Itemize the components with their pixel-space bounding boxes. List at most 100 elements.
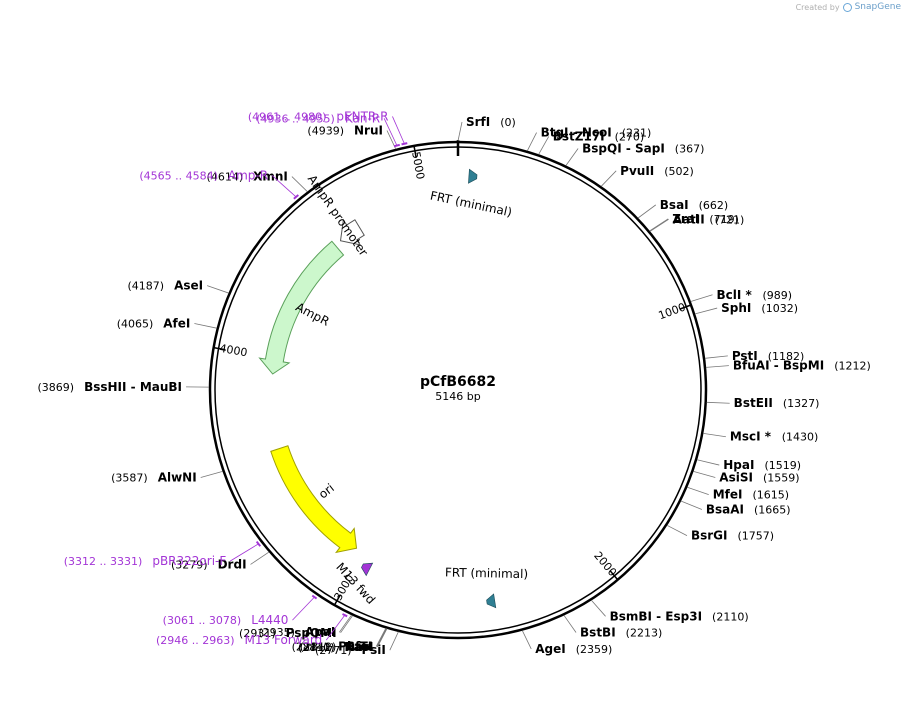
site-leader <box>649 218 669 232</box>
site-coordinate: (2110) <box>712 610 749 623</box>
primer-bar <box>401 142 408 146</box>
site-coordinate: (2359) <box>576 643 613 656</box>
site-leader <box>340 615 353 634</box>
site-name: AatII <box>673 212 705 226</box>
site-name: AgeI <box>535 642 565 656</box>
site-leader <box>696 459 720 466</box>
site-name: KasI <box>345 640 374 654</box>
primer-bar <box>311 594 318 600</box>
site-name: BsaI <box>660 198 689 212</box>
site-leader <box>565 148 579 166</box>
site-leader <box>521 630 532 650</box>
site-coordinate: (231) <box>622 127 652 140</box>
primer-leader <box>392 116 405 144</box>
site-leader <box>703 433 726 438</box>
primer-leader <box>292 596 315 621</box>
site-coordinate: (4939) <box>307 125 344 138</box>
site-name: BstBI <box>580 626 616 640</box>
snapgene-logo-icon <box>842 2 852 12</box>
site-leader <box>538 136 550 155</box>
feature-label: FRT (minimal) <box>445 565 528 581</box>
site-coordinate: (1615) <box>752 489 789 502</box>
site-coordinate: (3869) <box>38 381 75 394</box>
feature-arrow-ori <box>270 445 358 554</box>
site-coordinate: (3587) <box>111 472 148 485</box>
site-leader <box>666 524 688 536</box>
tick-label: 4000 <box>219 342 249 360</box>
primer-name: M13 Forward <box>245 633 323 647</box>
site-coordinate: (1559) <box>763 472 800 485</box>
plasmid-name: pCfB6682 <box>420 374 496 390</box>
site-name: SphI <box>721 301 751 315</box>
site-name: BstEII <box>734 396 773 410</box>
site-name: SrfI <box>466 115 490 129</box>
site-coordinate: (1032) <box>761 302 798 315</box>
primer-leader <box>230 543 259 562</box>
primer-name: Kan-R <box>345 111 380 125</box>
tick-mark <box>679 304 692 310</box>
site-leader <box>693 470 716 478</box>
site-coordinate: (662) <box>699 199 729 212</box>
feature-marker <box>486 593 497 609</box>
site-name: BfuAI - BspMI <box>733 359 824 373</box>
primer-coordinate: (4936 .. 4955) <box>256 112 335 125</box>
tick-mark <box>609 570 619 581</box>
site-coordinate: (1212) <box>834 360 871 373</box>
tick-mark <box>213 346 226 351</box>
primer-bar <box>342 613 348 618</box>
site-leader <box>250 551 270 565</box>
feature-arrow-ampr-promoter <box>339 218 365 246</box>
site-coordinate: (719) <box>709 213 739 226</box>
primer-bar <box>393 143 401 148</box>
feature-label: FRT (minimal) <box>429 188 513 219</box>
site-name: BsaAI <box>706 502 744 516</box>
site-leader <box>339 614 352 633</box>
site-coordinate: (367) <box>675 142 705 155</box>
feature-marker <box>361 562 374 577</box>
feature-label: AmpR <box>293 300 331 329</box>
site-name: ApaI <box>305 625 335 639</box>
site-leader <box>706 401 730 404</box>
site-coordinate: (3279) <box>171 558 208 571</box>
site-leader <box>637 204 657 219</box>
site-coordinate: (2811) <box>298 641 335 654</box>
primer-name: L4440 <box>251 613 288 627</box>
site-name: PluTI <box>338 639 372 653</box>
site-leader <box>687 486 709 496</box>
tick-label: 1000 <box>657 300 688 322</box>
site-leader <box>526 132 537 152</box>
site-name: PstI <box>732 349 758 363</box>
credit-brand: SnapGene <box>854 2 901 12</box>
site-coordinate: (1519) <box>764 459 801 472</box>
site-name: BsmBI - Esp3I <box>610 609 702 623</box>
feature-label: ori <box>316 481 337 502</box>
site-coordinate: (4187) <box>128 280 165 293</box>
site-coordinate: (2931) <box>239 627 276 640</box>
site-leader <box>705 365 729 368</box>
site-name: BstZ17I <box>553 129 605 143</box>
tick-mark <box>413 145 417 158</box>
site-coordinate: (989) <box>763 289 793 302</box>
site-name: PsiI <box>362 643 386 657</box>
site-name: BsrGI <box>691 529 728 543</box>
site-coordinate: (502) <box>664 165 694 178</box>
primer-leader <box>325 614 346 641</box>
primer-name: pENTR-R <box>336 109 388 123</box>
primer-coordinate: (3312 .. 3331) <box>64 555 143 568</box>
site-name: SfoI <box>346 640 373 654</box>
site-leader <box>375 628 387 647</box>
site-name: DrdI <box>218 557 247 571</box>
primer-coordinate: (4961 .. 4980) <box>248 110 327 123</box>
site-name: XmnI <box>253 170 288 184</box>
site-leader <box>591 599 606 617</box>
site-leader <box>649 218 669 232</box>
site-name: BspQI - SapI <box>582 141 665 155</box>
site-leader <box>389 631 399 651</box>
site-name: PvuII <box>620 164 654 178</box>
site-name: HpaI <box>723 458 754 472</box>
credit: Created by SnapGene <box>796 2 901 12</box>
site-name: AsiSI <box>719 471 753 485</box>
site-leader <box>207 285 229 294</box>
